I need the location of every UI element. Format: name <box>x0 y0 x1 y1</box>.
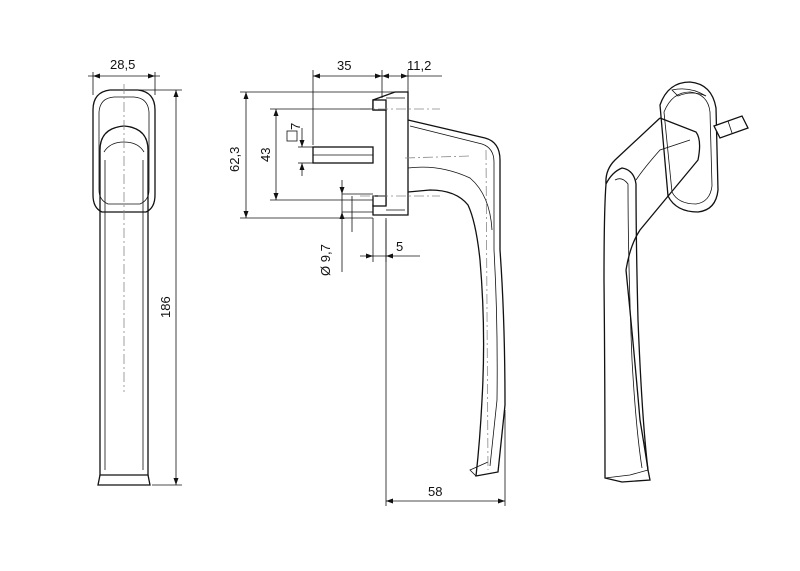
rose-height-label: 62,3 <box>227 147 242 172</box>
screw-diameter-label: Ø 9,7 <box>318 244 333 276</box>
offset-label: 5 <box>396 239 403 254</box>
front-width-label: 28,5 <box>110 57 135 72</box>
spindle-square-label: 7 <box>288 123 303 130</box>
side-view: 35 11,2 62,3 43 7 <box>227 58 506 506</box>
base-depth-label: 35 <box>337 58 351 73</box>
projection-label: 58 <box>428 484 442 499</box>
rose-thickness-label: 11,2 <box>407 58 431 73</box>
screw-spacing-label: 43 <box>258 148 273 162</box>
perspective-view <box>603 81 749 483</box>
front-height-label: 186 <box>158 296 173 318</box>
front-view: 28,5 186 <box>88 57 182 486</box>
